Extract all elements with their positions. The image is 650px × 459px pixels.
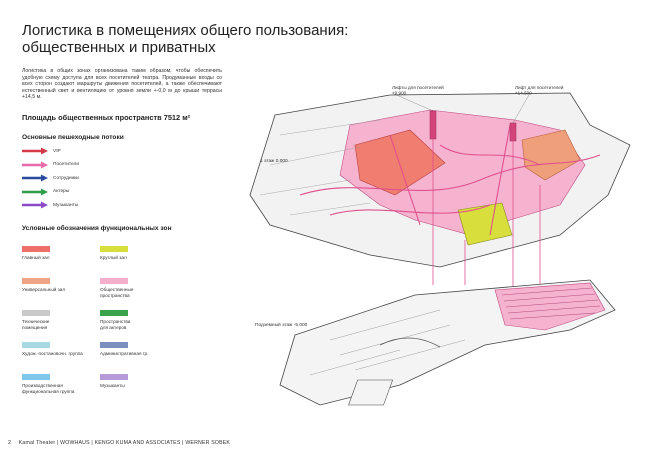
- flow-legend-item: Посетители: [22, 161, 79, 169]
- footer: 2 Kamal Theater | WOWHAUS | KENGO KUMA A…: [8, 440, 230, 446]
- zone-legend-item: Общественные пространства: [100, 278, 164, 299]
- basement-grid-lines: [309, 309, 466, 376]
- zone-label: Универсальный зал: [22, 287, 66, 292]
- vertical-connectors: [432, 139, 541, 300]
- zone-label: Главный зал: [22, 255, 50, 260]
- basement-curved-hall: [379, 337, 441, 348]
- zone-swatch: [22, 310, 50, 316]
- flow-legend-item: Актеры: [22, 188, 69, 196]
- zone-swatch: [22, 278, 50, 284]
- basement-plan: [279, 279, 616, 406]
- lift-shaft-1: [429, 110, 437, 140]
- plan-annotations: Лифты для посетителей+9.900 Лифт для пос…: [255, 85, 564, 328]
- zone-legend-item: Худож.-постановочн. группа: [22, 342, 86, 357]
- zone-legend-item: Музыканты: [100, 374, 164, 389]
- zone-label: Музыканты: [100, 383, 125, 388]
- zone-label: Технические помещения: [22, 319, 50, 330]
- flow-arrow-icon: [22, 188, 48, 195]
- flow-label: Актеры: [53, 189, 70, 194]
- flow-legend-item: VIP: [22, 147, 61, 155]
- zone-label: Производственная функциональная группа: [22, 383, 75, 394]
- zone-swatch: [22, 374, 50, 380]
- zone-legend-item: Круглый зал: [100, 246, 164, 261]
- flow-label: Посетители: [53, 162, 80, 167]
- main-hall-zone: [354, 129, 446, 196]
- round-hall-zone: [457, 202, 513, 246]
- page-title: Логистика в помещениях общего пользовани…: [22, 22, 348, 56]
- axonometric-plan: Лифты для посетителей+9.900 Лифт для пос…: [249, 85, 631, 406]
- flow-arrow-icon: [22, 201, 48, 209]
- zone-label: Круглый зал: [100, 255, 127, 260]
- universal-hall-zone: [521, 129, 581, 181]
- zone-swatch: [100, 246, 128, 252]
- zone-label: Общественные пространства: [100, 287, 134, 298]
- flow-arrow-icon: [22, 147, 48, 155]
- floor1-label: 1 этаж 0.000: [260, 158, 288, 164]
- title-line-2: общественных и приватных: [22, 39, 216, 56]
- upper-floor-plan: [249, 92, 631, 268]
- zone-label: Административная гр.: [100, 351, 149, 356]
- flows-heading: Основные пешеходные потоки: [22, 134, 124, 141]
- zones-heading: Условные обозначения функциональных зон: [22, 225, 172, 232]
- zone-swatch: [22, 342, 50, 348]
- zone-swatch: [100, 278, 128, 284]
- zone-swatch: [22, 246, 50, 252]
- flow-legend-item: Сотрудники: [22, 174, 79, 182]
- upper-grid-lines: [259, 119, 381, 216]
- basement-annex: [348, 379, 394, 406]
- zone-swatch: [100, 342, 128, 348]
- zone-swatch: [100, 374, 128, 380]
- public-area-label: Площадь общественных пространств 7512 м²: [22, 113, 191, 122]
- zone-label: Пространства для актеров: [100, 319, 131, 330]
- basement-label: Подземный этаж -5.000: [255, 321, 308, 328]
- flow-label: VIP: [53, 148, 61, 154]
- flow-label: Сотрудники: [53, 175, 79, 181]
- flow-arrow-icon: [22, 174, 48, 182]
- intro-paragraph: Логистика в общих зонах организована так…: [22, 68, 222, 101]
- flow-legend-item: Музыканты: [22, 201, 78, 209]
- zone-swatch: [100, 310, 128, 316]
- lift1-label: Лифты для посетителей+9.900: [392, 85, 444, 96]
- flow-label: Музыканты: [53, 202, 79, 208]
- title-line-1: Логистика в помещениях общего пользовани…: [22, 22, 349, 39]
- zone-legend-item: Пространства для актеров: [100, 310, 164, 331]
- zone-legend-item: Административная гр.: [100, 342, 164, 357]
- visitor-flow-paths: [299, 124, 601, 236]
- lift-shaft-2: [509, 122, 517, 142]
- zone-label: Худож.-постановочн. группа: [22, 351, 83, 356]
- zone-legend-item: Производственная функциональная группа: [22, 374, 86, 395]
- lift2-label: Лифт для посетителей+14.500: [515, 85, 564, 96]
- seating-rows: [501, 287, 601, 320]
- zone-legend-item: Технические помещения: [22, 310, 86, 331]
- footer-credits: Kamal Theater | WOWHAUS | KENGO KUMA AND…: [18, 440, 231, 446]
- zone-legend-item: Главный зал: [22, 246, 86, 261]
- flow-arrow-icon: [22, 161, 48, 168]
- page-number: 2: [8, 440, 12, 446]
- zone-legend-item: Универсальный зал: [22, 278, 86, 293]
